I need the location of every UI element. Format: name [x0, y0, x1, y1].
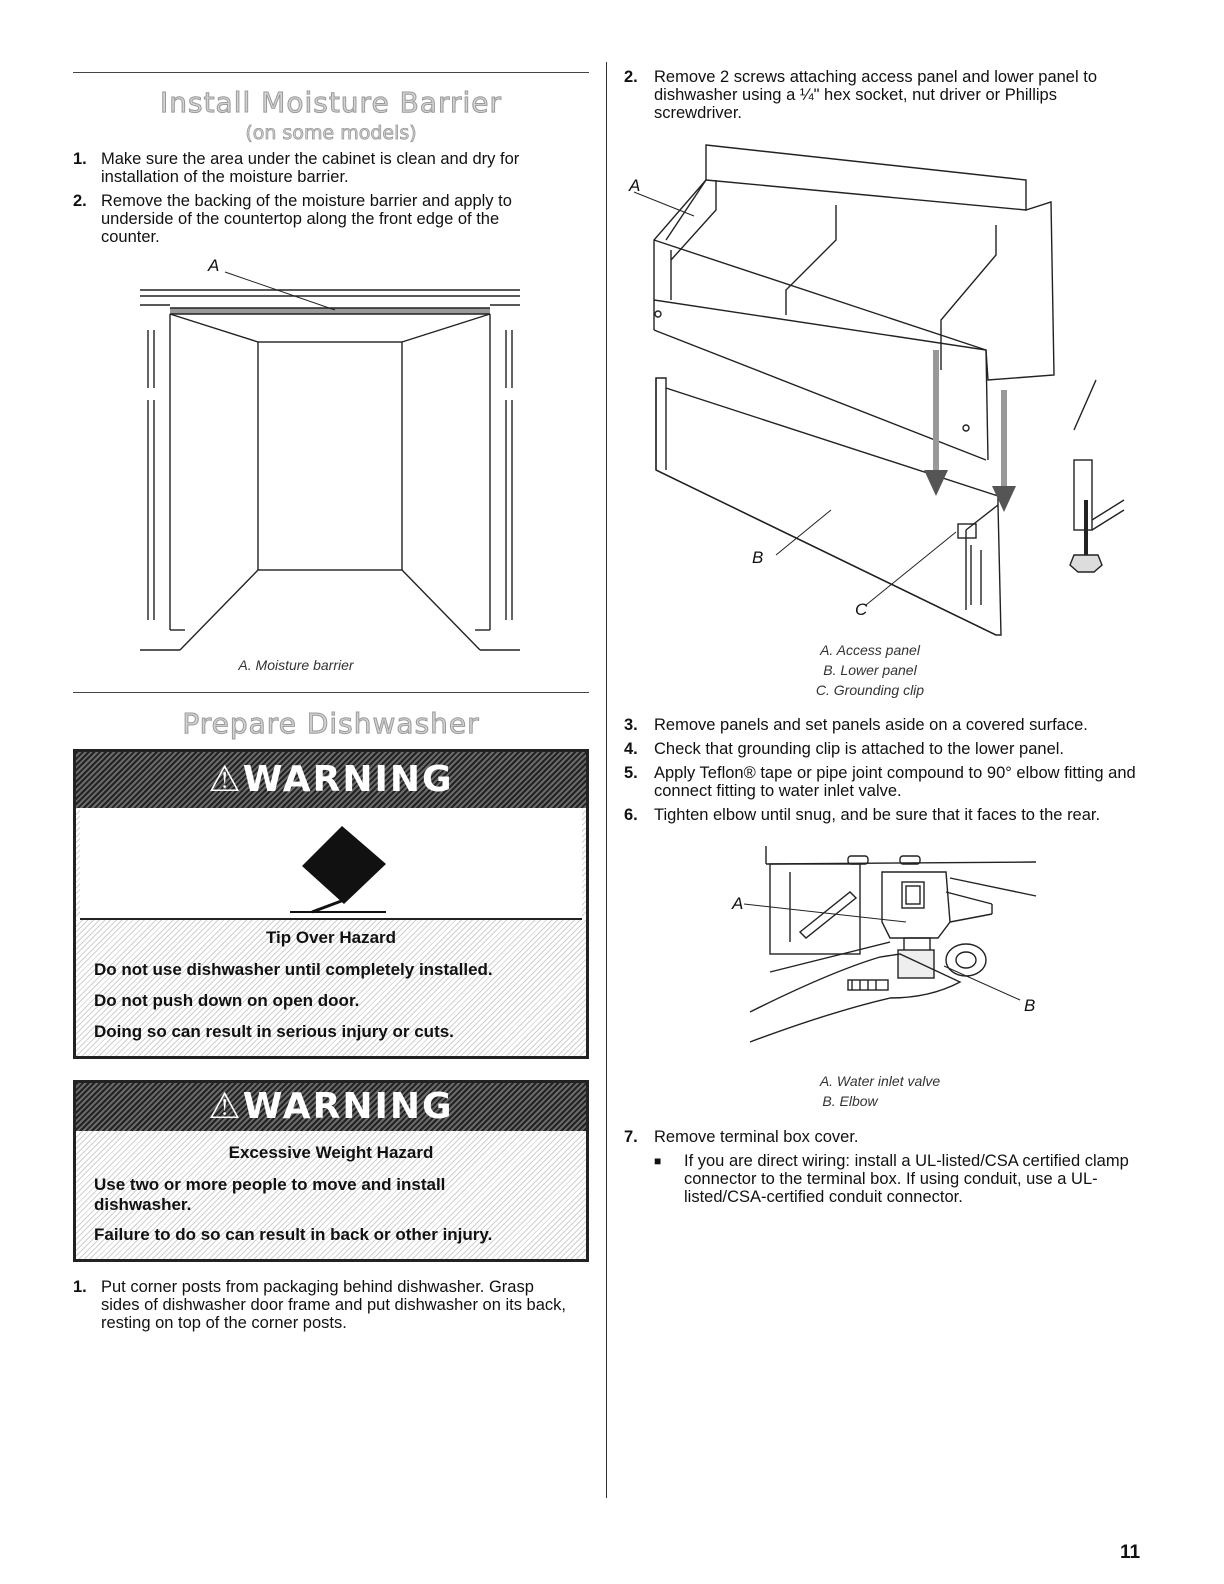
step-number: 1. [73, 150, 87, 168]
step-text: Remove 2 screws attaching access panel a… [654, 68, 1097, 122]
step-number: 5. [624, 764, 638, 782]
step-number: 7. [624, 1128, 638, 1146]
step-text: Check that grounding clip is attached to… [654, 740, 1065, 758]
callout-label-b: B [752, 548, 764, 567]
bullet-square-icon: ■ [654, 1154, 662, 1168]
warning-line: Doing so can result in serious injury or… [94, 1022, 454, 1041]
list-item: 4. Check that grounding clip is attached… [624, 740, 1144, 760]
step-text: Make sure the area under the cabinet is … [101, 150, 520, 186]
column-divider [606, 62, 607, 1498]
bullet-item: ■ If you are direct wiring: install a UL… [654, 1152, 1144, 1212]
callout-label-a: A [732, 894, 744, 913]
step-text: Tighten elbow until snug, and be sure th… [654, 806, 1101, 824]
warning-header: ⚠WARNING [76, 752, 586, 808]
list-item: 5. Apply Teflon® tape or pipe joint comp… [624, 764, 1144, 804]
step-text: Apply Teflon® tape or pipe joint compoun… [654, 764, 1136, 800]
callout-label-c: C [855, 600, 868, 619]
figure-caption: A. Access panel [820, 642, 920, 658]
callout-label-b: B [1024, 996, 1036, 1015]
step-number: 4. [624, 740, 638, 758]
warning-line: Do not use dishwasher until completely i… [94, 960, 493, 979]
hazard-title: Tip Over Hazard [265, 928, 397, 947]
tip-over-icon [290, 826, 386, 914]
list-item: 1. Put corner posts from packaging behin… [73, 1278, 573, 1338]
callout-label-a: A [208, 256, 220, 275]
figure-caption: B. Lower panel [823, 662, 917, 678]
list-item: 6. Tighten elbow until snug, and be sure… [624, 806, 1144, 826]
figure-caption: A. Water inlet valve [819, 1073, 941, 1089]
step-number: 3. [624, 716, 638, 734]
step-text: Remove the backing of the moisture barri… [101, 192, 512, 246]
list-item: 2. Remove the backing of the moisture ba… [73, 192, 573, 252]
step-number: 2. [73, 192, 87, 210]
access-panel-diagram [633, 144, 1125, 636]
page-number: 11 [1120, 1542, 1141, 1563]
step-text: Put corner posts from packaging behind d… [101, 1278, 566, 1332]
moisture-barrier-diagram [140, 271, 520, 651]
step-text: Remove panels and set panels aside on a … [654, 716, 1088, 734]
warning-triangle-icon: ⚠ [208, 759, 243, 800]
list-item: 2. Remove 2 screws attaching access pane… [624, 68, 1144, 128]
warning-line: Do not push down on open door. [94, 991, 360, 1010]
figure-caption: B. Elbow [822, 1093, 878, 1109]
warning-box-tip-over: ⚠WARNING Tip Over Hazard Do not use dish… [73, 749, 589, 1059]
step-number: 6. [624, 806, 638, 824]
tip-over-pictogram-frame [80, 808, 582, 920]
warning-label: WARNING [242, 759, 454, 800]
warning-box-weight: ⚠WARNING Excessive Weight Hazard Use two… [73, 1080, 589, 1262]
warning-line: Failure to do so can result in back or o… [94, 1225, 493, 1244]
figure-caption: C. Grounding clip [815, 682, 925, 698]
section-rule [73, 692, 589, 693]
water-inlet-valve-diagram [743, 846, 1037, 1043]
list-item: 1. Make sure the area under the cabinet … [73, 150, 573, 190]
list-item: 7. Remove terminal box cover. [624, 1128, 1144, 1148]
figure-caption: A. Moisture barrier [238, 657, 354, 673]
section-rule [73, 72, 589, 73]
step-number: 2. [624, 68, 638, 86]
step-text: Remove terminal box cover. [654, 1128, 859, 1146]
warning-label: WARNING [242, 1086, 454, 1127]
list-item: 3. Remove panels and set panels aside on… [624, 716, 1144, 736]
warning-line: Use two or more people to move and insta… [94, 1175, 446, 1214]
hazard-title: Excessive Weight Hazard [228, 1143, 434, 1162]
warning-triangle-icon: ⚠ [208, 1086, 243, 1127]
callout-label-a: A [629, 176, 641, 195]
step-number: 1. [73, 1278, 87, 1296]
section-title-moisture-barrier: Install Moisture Barrier [159, 86, 502, 120]
section-title-prepare-dishwasher: Prepare Dishwasher [182, 707, 480, 741]
warning-header: ⚠WARNING [76, 1083, 586, 1131]
section-subtitle: (on some models) [245, 122, 417, 145]
bullet-text: If you are direct wiring: install a UL-l… [684, 1152, 1129, 1206]
